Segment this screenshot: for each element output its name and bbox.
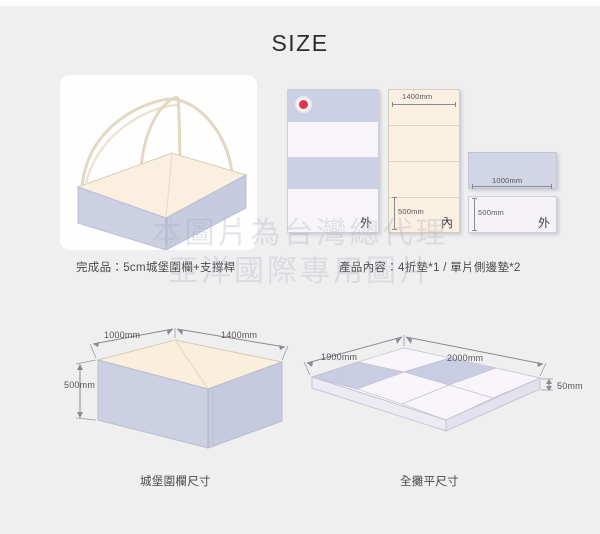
inner-mat-panel [388, 89, 460, 233]
flat-thickness-label: 50mm [557, 381, 583, 391]
mat-fold-line-2 [389, 161, 459, 162]
side-pad-top-panel [468, 152, 557, 189]
fence-dimension-diagram [60, 320, 300, 460]
flat-depth-label: 1900mm [321, 352, 358, 362]
side-pad-width-arrow [472, 186, 552, 187]
page-title: SIZE [271, 30, 329, 56]
flat-width-label: 2000mm [447, 353, 484, 363]
mat-fold-line-3 [389, 197, 459, 198]
inner-mat-height-label: 500mm [398, 207, 425, 216]
side-width-tick-left [472, 184, 473, 189]
left-caption: 完成品：5cm城堡圍欄+支撐桿 [76, 262, 236, 274]
fence-3d-illustration [75, 328, 289, 449]
fence-height-label: 500mm [64, 380, 96, 390]
fence-width-label: 1400mm [221, 330, 258, 340]
outer-mat-face-label: 外 [360, 216, 373, 230]
top-white-strip [0, 0, 600, 6]
inner-width-tick-right [455, 102, 456, 107]
side-pad-face-label: 外 [538, 216, 551, 230]
inner-mat-width-label: 1400mm [402, 92, 433, 101]
side-pad-width-label: 1000mm [492, 176, 523, 185]
inner-mat-height-arrow [394, 197, 395, 229]
side-height-tick-top [472, 198, 477, 199]
product-photo-card [60, 75, 257, 250]
flat-mat-3d-illustration [303, 335, 553, 432]
playpen-illustration [76, 95, 248, 250]
side-pad-height-arrow [474, 198, 475, 230]
brand-logo-badge [295, 96, 312, 113]
inner-height-tick-bottom [392, 229, 397, 230]
right-caption: 產品內容：4折墊*1 / 單片側邊墊*2 [339, 262, 521, 274]
inner-mat-face-label: 內 [441, 216, 454, 230]
side-pad-bottom-panel [468, 196, 557, 233]
side-width-tick-right [551, 184, 552, 189]
fence-diagram-caption: 城堡圍欄尺寸 [140, 476, 211, 488]
mat-stripe-2 [288, 157, 378, 189]
mat-fold-line-1 [389, 125, 459, 126]
flat-dimension-diagram [300, 330, 560, 465]
inner-width-tick-left [392, 102, 393, 107]
inner-height-tick-top [392, 197, 397, 198]
outer-mat-panel [287, 89, 379, 233]
flat-diagram-caption: 全攤平尺寸 [400, 476, 459, 488]
inner-mat-width-arrow [392, 104, 456, 105]
fence-depth-label: 1000mm [104, 330, 141, 340]
side-height-tick-bottom [472, 230, 477, 231]
side-pad-height-label: 500mm [478, 208, 505, 217]
